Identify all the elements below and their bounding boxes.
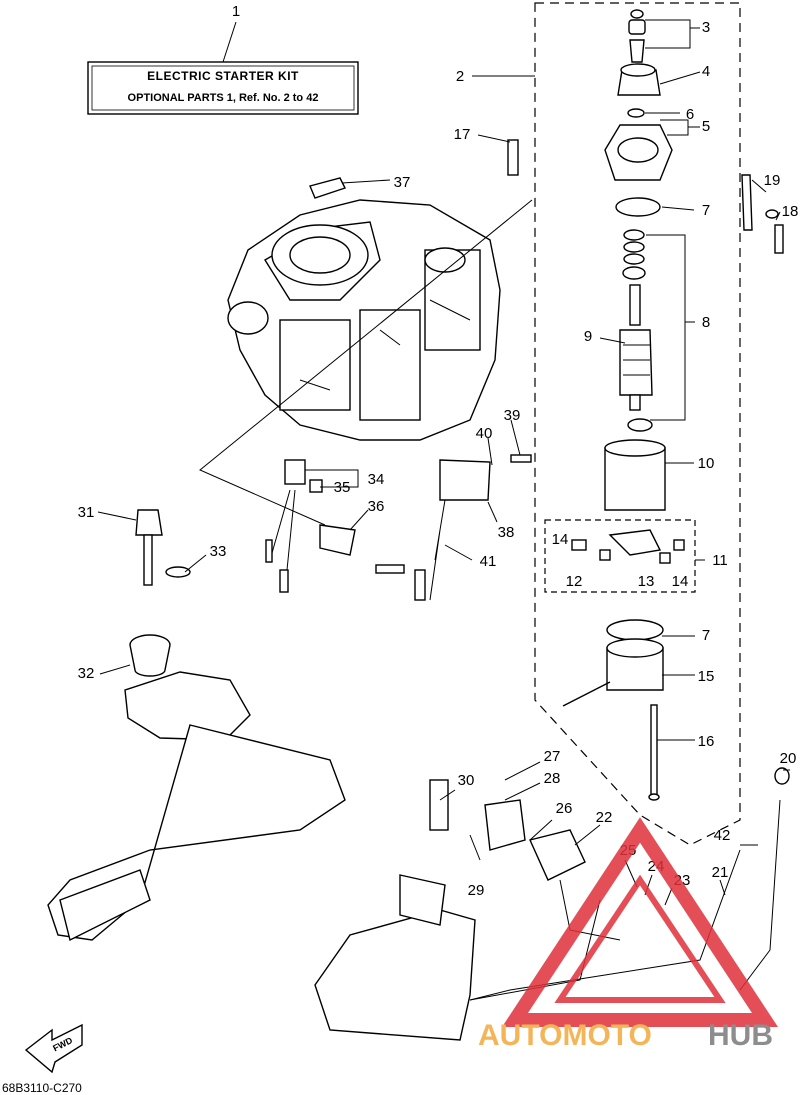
callout-3: 3 xyxy=(702,19,710,36)
callout-32: 32 xyxy=(78,665,95,682)
watermark-part2: HUB xyxy=(708,1019,773,1052)
callout-39: 39 xyxy=(504,407,521,424)
callout-40: 40 xyxy=(476,425,493,442)
callout-14-left: 14 xyxy=(552,531,569,548)
callout-35: 35 xyxy=(334,479,351,496)
watermark-triangle-icon xyxy=(502,817,778,1027)
callout-38: 38 xyxy=(498,524,515,541)
callout-29: 29 xyxy=(468,882,485,899)
callout-6: 6 xyxy=(686,106,694,123)
callout-5: 5 xyxy=(702,118,710,135)
callout-9: 9 xyxy=(584,328,592,345)
callout-13: 13 xyxy=(638,573,655,590)
callout-37: 37 xyxy=(394,174,411,191)
watermark-part1: AUTOMOTO xyxy=(478,1019,652,1052)
kit-subtitle: OPTIONAL PARTS 1, Ref. No. 2 to 42 xyxy=(128,92,319,104)
callout-4: 4 xyxy=(702,63,710,80)
small-parts xyxy=(309,139,784,574)
callout-7-bottom: 7 xyxy=(702,627,710,644)
leader-lines xyxy=(97,19,790,906)
callout-2: 2 xyxy=(456,68,464,85)
starter-motor-parts xyxy=(562,9,673,801)
tiller-handle xyxy=(47,671,346,942)
diagram-code: 68B3110-C270 xyxy=(2,1081,82,1095)
fwd-arrow-icon: FWD xyxy=(24,1023,83,1074)
callout-11: 11 xyxy=(712,552,728,569)
brush-holder-box xyxy=(544,519,696,593)
kit-title: ELECTRIC STARTER KIT xyxy=(147,69,299,83)
callout-15: 15 xyxy=(698,668,715,685)
callout-42: 42 xyxy=(714,827,731,844)
callout-33: 33 xyxy=(210,543,227,560)
callout-17: 17 xyxy=(454,126,471,143)
callout-14-right: 14 xyxy=(672,573,689,590)
callout-20: 20 xyxy=(780,750,797,767)
starter-motor-boundary xyxy=(534,2,741,846)
callout-26: 26 xyxy=(556,800,573,817)
callout-36: 36 xyxy=(368,498,385,515)
brush-holder xyxy=(571,529,685,564)
callout-31: 31 xyxy=(78,504,95,521)
engine-block xyxy=(227,199,501,441)
callout-16: 16 xyxy=(698,733,715,750)
lower-cowl xyxy=(314,767,790,1041)
callout-18: 18 xyxy=(782,203,799,220)
watermark-logo: AUTOMOTO HUB xyxy=(478,817,778,1052)
callout-28: 28 xyxy=(544,770,561,787)
callout-34: 34 xyxy=(368,471,385,488)
callout-30: 30 xyxy=(458,772,475,789)
kit-label: ELECTRIC STARTER KIT OPTIONAL PARTS 1, R… xyxy=(87,21,359,115)
callout-1: 1 xyxy=(232,3,240,20)
callout-19: 19 xyxy=(764,172,781,189)
callout-41: 41 xyxy=(480,553,497,570)
callout-22: 22 xyxy=(596,809,613,826)
callout-labels: 1 2 3 4 5 6 7 7 8 9 10 11 12 13 14 14 15… xyxy=(78,3,799,899)
callout-21: 21 xyxy=(712,864,729,881)
callout-27: 27 xyxy=(544,748,561,765)
callout-12: 12 xyxy=(566,573,583,590)
callout-8: 8 xyxy=(702,314,710,331)
callout-10: 10 xyxy=(698,455,715,472)
harness-parts xyxy=(129,459,491,677)
callout-7-top: 7 xyxy=(702,202,710,219)
